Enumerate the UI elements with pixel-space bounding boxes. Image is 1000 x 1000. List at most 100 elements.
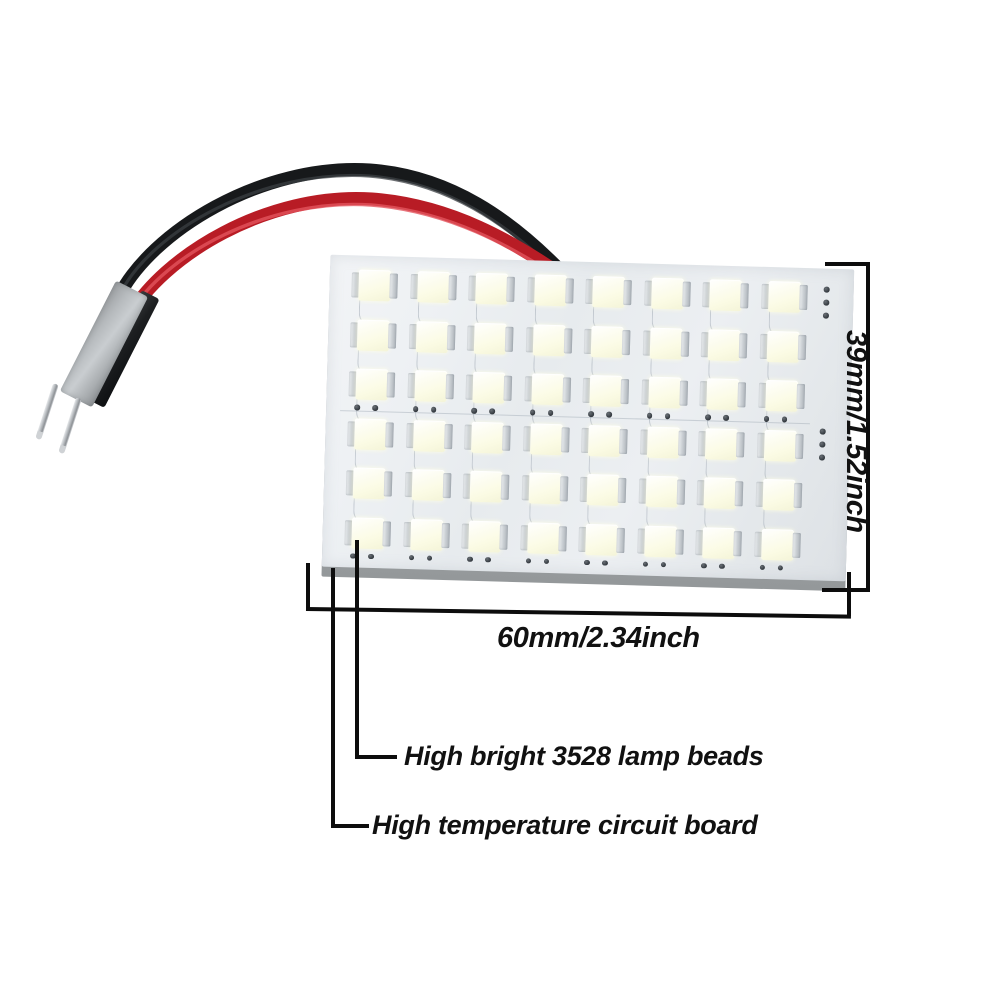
led-pad-right [503,375,513,401]
led-pad-right [737,382,747,408]
led-chip [583,325,631,358]
led-chip [525,323,573,356]
led-pad-right [623,279,632,306]
led-chip [699,378,747,411]
connector-pin-1 [36,383,59,437]
led-lens [355,368,389,401]
edge-via [822,312,829,319]
led-lens [354,417,387,450]
led-panel-board [321,254,855,592]
led-lens [470,421,504,454]
solder-via [543,558,550,564]
led-pad-right [504,326,514,352]
led-chip [522,422,570,455]
led-lens [707,328,741,361]
led-lens [413,370,447,403]
solder-via [547,409,554,416]
led-lens [409,518,443,551]
led-chip [349,319,397,351]
led-lens [352,467,386,500]
led-pad-right [561,377,571,403]
pcb-face [321,254,855,582]
solder-via [430,406,437,413]
led-chip [585,276,632,308]
solder-via [601,559,608,566]
solder-via [529,409,536,416]
height-bracket-top-tick [825,262,870,266]
callout-beads-label: High bright 3528 lamp beads [404,741,764,771]
solder-via [525,557,532,564]
height-bracket-span [866,262,870,592]
led-chip [700,328,748,361]
led-pad-right [734,481,744,507]
solder-via [588,411,594,417]
led-chip [461,520,509,553]
led-lens [415,320,449,353]
2-pin-connector [36,276,168,451]
solder-via [646,412,653,419]
led-pad-right [735,431,745,457]
solder-via [781,416,788,423]
led-chip [406,370,454,403]
led-pad-right [620,378,630,405]
led-pad-right [678,380,688,406]
led-lens [643,525,677,558]
width-bracket-right-tick [847,572,851,616]
height-bracket-bottom-tick [822,588,870,592]
led-chip [638,475,685,508]
led-lens [469,470,503,503]
led-chip [526,274,574,307]
led-lens [528,472,561,505]
solder-via [718,563,725,569]
led-lens [647,376,681,409]
solder-via [354,404,360,411]
led-chip [578,523,625,556]
led-pad-right [385,421,394,448]
callout-pcb-leader-horizontal [331,824,369,828]
led-lens [709,279,742,312]
led-lens [704,427,738,460]
callout-pcb-leader-vertical [331,568,335,826]
led-lens [763,429,797,462]
led-pad-right [563,327,573,354]
solder-via [471,407,477,414]
led-pad-right [674,528,684,555]
edge-via [823,286,830,293]
width-bracket-left-tick [306,563,310,611]
led-chip [347,417,394,450]
led-pad-right [676,479,685,505]
solder-via [466,556,473,562]
led-chip [466,322,514,355]
led-lens [472,371,506,404]
led-chip [468,272,515,305]
solder-via [412,406,419,412]
solder-via [484,556,491,563]
led-chip [521,472,568,505]
led-lens [526,521,560,554]
led-lens [760,528,794,561]
led-chip [643,277,691,310]
led-lens [650,277,684,310]
solder-via [489,408,495,414]
connector-pin-2 [59,397,82,451]
callout-beads-leader-vertical [355,540,359,758]
led-chip [404,469,451,501]
led-chip [702,279,749,312]
led-chip [697,427,745,460]
led-lens [764,379,798,412]
led-lens [412,419,446,452]
led-lens [589,375,623,407]
led-lens [411,469,444,501]
solder-via [367,553,374,560]
led-pad-right [386,372,396,398]
led-lens [587,424,621,457]
led-chip [755,478,802,511]
led-pad-right [502,425,511,451]
led-lens [766,330,800,363]
solder-via [664,413,671,419]
led-pad-right [442,472,451,499]
led-lens [585,523,619,556]
led-pad-right [733,530,742,556]
led-pad-right [738,332,748,358]
led-pad-right [382,520,392,547]
